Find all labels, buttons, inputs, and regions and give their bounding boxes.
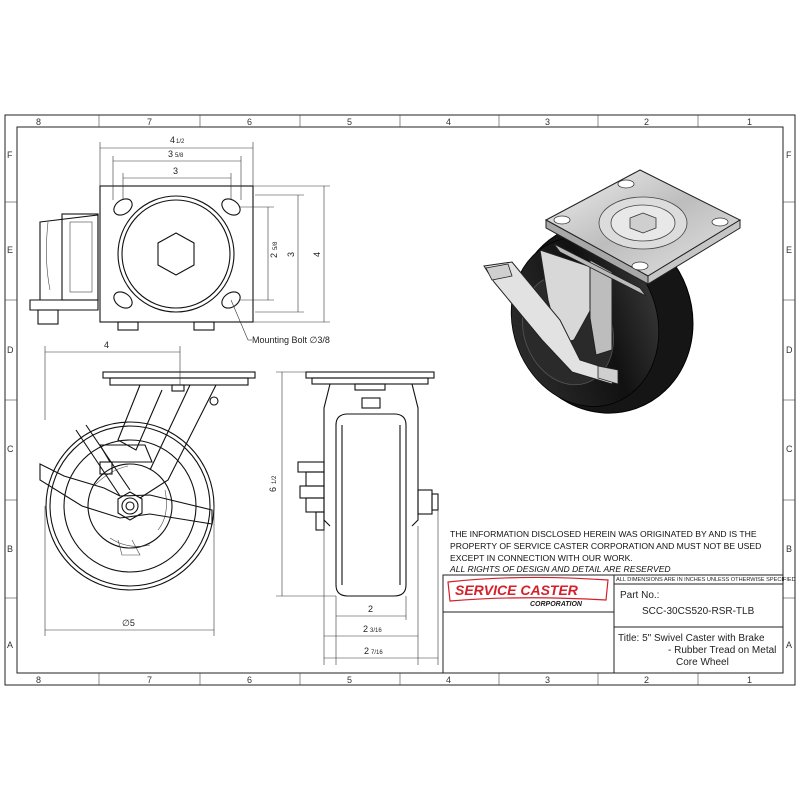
row-label: E <box>786 245 792 255</box>
row-label: E <box>7 245 13 255</box>
dim-top-depth-2: 3 <box>286 252 296 257</box>
logo-main-text: SERVICE CASTER <box>455 582 579 598</box>
col-label: 1 <box>747 675 752 685</box>
col-label: 4 <box>446 675 451 685</box>
dim-top-depth-1: 2 <box>269 253 279 258</box>
col-label: 5 <box>347 117 352 127</box>
notice-line-1: THE INFORMATION DISCLOSED HEREIN WAS ORI… <box>450 529 757 539</box>
row-labels-right: F E D C B A <box>786 150 793 650</box>
title-line-2: - Rubber Tread on Metal <box>668 645 776 656</box>
dim-top-width-2-frac: 5/8 <box>175 153 184 159</box>
dim-swivel-offset: 4 <box>104 340 109 350</box>
top-view <box>29 185 254 331</box>
units-note: ALL DIMENSIONS ARE IN INCHES UNLESS OTHE… <box>616 577 796 583</box>
col-label: 3 <box>545 675 550 685</box>
col-label: 3 <box>545 117 550 127</box>
front-view-dimensions: 4 ∅5 <box>44 340 215 636</box>
front-view <box>39 371 256 591</box>
title-block: SERVICE CASTER CORPORATION ALL DIMENSION… <box>442 574 796 674</box>
dim-hub-width-1: 2 <box>363 624 368 634</box>
dim-top-depth-1-frac: 5/8 <box>273 241 279 250</box>
dim-top-overall-width-frac: 1/2 <box>176 139 185 145</box>
col-label: 5 <box>347 675 352 685</box>
col-label: 8 <box>36 675 41 685</box>
row-label: A <box>7 640 13 650</box>
column-labels-bottom: 8 7 6 5 4 3 2 1 <box>36 675 752 685</box>
row-label: D <box>786 345 793 355</box>
row-label: B <box>7 544 13 554</box>
title-line-1: Title: 5" Swivel Caster with Brake <box>618 633 765 644</box>
title-line-3: Core Wheel <box>676 657 729 668</box>
dim-overall-height: 6 <box>268 487 278 492</box>
part-number: SCC-30CS520-RSR-TLB <box>642 606 755 617</box>
dim-hub-width-2: 2 <box>364 646 369 656</box>
dim-top-bolt-spacing-x: 3 <box>173 166 178 176</box>
dim-top-depth-3: 4 <box>312 252 322 257</box>
col-label: 7 <box>147 117 152 127</box>
dim-overall-height-frac: 1/2 <box>272 475 278 484</box>
dim-top-overall-width: 4 <box>170 135 175 145</box>
notice-line-4: ALL RIGHTS OF DESIGN AND DETAIL ARE RESE… <box>449 564 671 574</box>
col-label: 4 <box>446 117 451 127</box>
part-number-label: Part No.: <box>620 590 659 601</box>
drawing-border <box>4 114 796 686</box>
dim-hub-width-2-frac: 7/16 <box>371 650 383 656</box>
col-label: 8 <box>36 117 41 127</box>
isometric-caster-render <box>483 169 742 414</box>
row-label: B <box>786 544 792 554</box>
side-view <box>297 371 439 597</box>
row-labels-left: F E D C B A <box>7 150 14 650</box>
col-label: 6 <box>247 675 252 685</box>
row-label: F <box>7 150 13 160</box>
dim-top-width-2: 3 <box>168 149 173 159</box>
col-label: 7 <box>147 675 152 685</box>
row-label: A <box>786 640 792 650</box>
dim-tread-width: 2 <box>368 604 373 614</box>
logo-sub-text: CORPORATION <box>530 601 583 608</box>
col-label: 1 <box>747 117 752 127</box>
row-label: C <box>7 444 14 454</box>
top-view-dimensions: 4 1/2 3 5/8 3 2 5/8 3 4 Mounting Bolt ∅3… <box>99 135 330 345</box>
row-label: F <box>786 150 792 160</box>
dim-wheel-diameter: ∅5 <box>122 618 135 628</box>
col-label: 2 <box>644 675 649 685</box>
notice-line-3: EXCEPT IN CONNECTION WITH OUR WORK. <box>450 553 633 563</box>
row-label: C <box>786 444 793 454</box>
dim-mounting-bolt: Mounting Bolt ∅3/8 <box>252 335 330 345</box>
column-labels-top: 8 7 6 5 4 3 2 1 <box>36 117 752 127</box>
row-label: D <box>7 345 14 355</box>
notice-line-2: PROPERTY OF SERVICE CASTER CORPORATION A… <box>450 541 761 551</box>
col-label: 6 <box>247 117 252 127</box>
company-logo: SERVICE CASTER CORPORATION <box>447 576 609 608</box>
proprietary-notice: THE INFORMATION DISCLOSED HEREIN WAS ORI… <box>449 529 761 574</box>
dim-hub-width-1-frac: 3/16 <box>370 628 382 634</box>
col-label: 2 <box>644 117 649 127</box>
side-view-dimensions: 6 1/2 2 2 3/16 2 7/16 <box>268 371 439 665</box>
